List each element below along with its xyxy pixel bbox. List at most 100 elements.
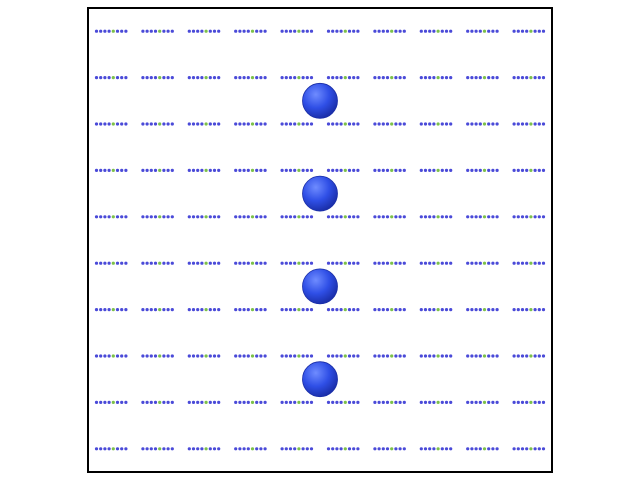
lattice-dot	[432, 215, 436, 219]
lattice-dot	[373, 261, 377, 265]
lattice-dot	[250, 261, 255, 265]
lattice-dot	[145, 122, 149, 126]
lattice-dot	[255, 308, 259, 312]
lattice-dot	[196, 122, 200, 126]
lattice-cluster	[512, 447, 546, 451]
lattice-dot	[449, 354, 453, 358]
lattice-dot	[255, 354, 259, 358]
lattice-dot	[196, 354, 200, 358]
lattice-dot	[525, 447, 529, 451]
lattice-dot	[402, 168, 406, 172]
lattice-dot	[394, 354, 398, 358]
lattice-dot	[347, 261, 352, 265]
lattice-dot	[423, 76, 428, 80]
lattice-dot	[284, 76, 288, 80]
lattice-dot	[107, 354, 111, 358]
lattice-dot	[394, 168, 398, 172]
lattice-dot	[217, 261, 221, 265]
lattice-dot	[234, 447, 238, 451]
lattice-dot	[115, 354, 120, 358]
lattice-cluster	[234, 122, 267, 126]
lattice-dot	[234, 215, 238, 219]
lattice-dot	[187, 215, 191, 219]
lattice-dot	[191, 215, 196, 219]
lattice-dot	[297, 400, 301, 404]
lattice-dot	[347, 354, 352, 358]
lattice-dot	[153, 447, 158, 451]
lattice-dot	[115, 168, 120, 172]
lattice-dot	[111, 400, 115, 404]
lattice-dot	[191, 447, 196, 451]
lattice-dot	[120, 215, 124, 219]
lattice-dot	[297, 168, 301, 172]
lattice-cluster	[326, 168, 360, 172]
lattice-cluster	[512, 29, 546, 33]
lattice-dot	[533, 29, 537, 33]
lattice-cluster	[512, 122, 546, 126]
lattice-dot	[120, 122, 124, 126]
lattice-cluster	[280, 354, 314, 358]
lattice-dot	[124, 29, 128, 33]
lattice-dot	[432, 168, 436, 172]
lattice-dot	[512, 447, 516, 451]
lattice-cluster	[373, 29, 406, 33]
lattice-dot	[238, 215, 242, 219]
lattice-dot	[255, 261, 259, 265]
lattice-dot	[107, 29, 111, 33]
lattice-dot	[352, 308, 356, 312]
lattice-dot	[352, 400, 356, 404]
lattice-dot	[124, 122, 128, 126]
lattice-dot	[356, 168, 360, 172]
lattice-dot	[512, 168, 516, 172]
lattice-dot	[440, 308, 444, 312]
lattice-dot	[474, 308, 478, 312]
lattice-dot	[436, 29, 440, 33]
lattice-dot	[246, 122, 250, 126]
lattice-dot	[217, 354, 221, 358]
lattice-dot	[487, 29, 491, 33]
lattice-dot	[149, 29, 153, 33]
lattice-dot	[242, 447, 246, 451]
lattice-dot	[444, 400, 449, 404]
lattice-dot	[149, 261, 153, 265]
lattice-dot	[107, 168, 111, 172]
lattice-dot	[470, 168, 474, 172]
lattice-dot	[495, 122, 499, 126]
lattice-dot	[94, 168, 99, 172]
lattice-dot	[428, 354, 432, 358]
lattice-dot	[335, 168, 339, 172]
lattice-dot	[217, 168, 221, 172]
lattice-dot	[343, 168, 347, 172]
lattice-cluster	[466, 168, 499, 172]
lattice-dot	[436, 261, 440, 265]
lattice-dot	[145, 29, 149, 33]
lattice-dot	[263, 354, 267, 358]
lattice-dot	[541, 447, 546, 451]
lattice-dot	[208, 447, 212, 451]
lattice-dot	[94, 215, 99, 219]
lattice-dot	[335, 308, 339, 312]
lattice-dot	[537, 354, 541, 358]
lattice-dot	[444, 168, 449, 172]
lattice-dot	[356, 354, 360, 358]
lattice-dot	[280, 354, 284, 358]
lattice-dot	[339, 308, 343, 312]
lattice-dot	[288, 354, 293, 358]
lattice-dot	[529, 308, 533, 312]
lattice-dot	[191, 400, 196, 404]
lattice-dot	[293, 168, 297, 172]
lattice-dot	[246, 447, 250, 451]
lattice-dot	[250, 447, 255, 451]
lattice-dot	[212, 261, 217, 265]
lattice-dot	[284, 122, 288, 126]
lattice-cluster	[419, 354, 453, 358]
lattice-dot	[390, 215, 394, 219]
lattice-dot	[347, 308, 352, 312]
lattice-dot	[398, 447, 402, 451]
lattice-dot	[352, 76, 356, 80]
lattice-cluster	[141, 215, 174, 219]
lattice-cluster	[373, 308, 406, 312]
lattice-cluster	[234, 215, 267, 219]
lattice-dot	[533, 122, 537, 126]
lattice-dot	[432, 400, 436, 404]
